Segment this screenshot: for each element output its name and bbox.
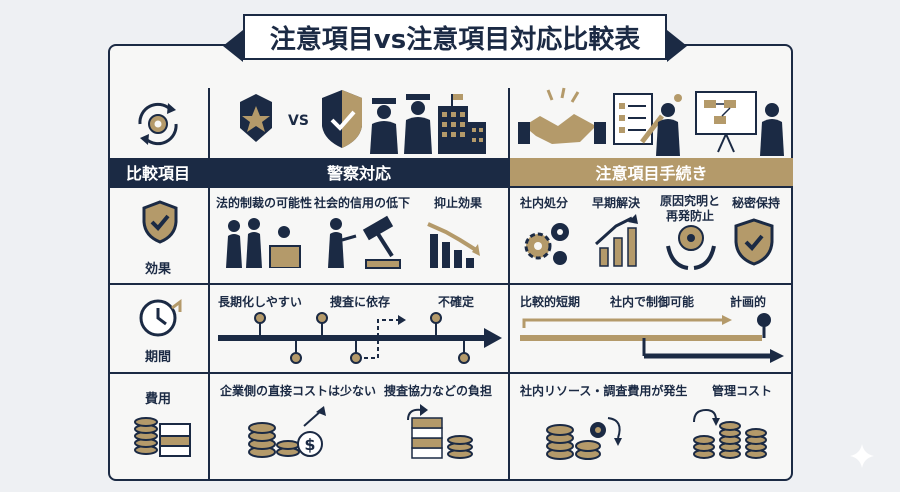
svg-text:$: $ xyxy=(304,435,315,454)
cost-internal-2: 管理コスト xyxy=(712,384,773,398)
header-internal: 注意項目手続き xyxy=(510,158,793,186)
police-illustration xyxy=(240,90,486,154)
row-label-effect: 効果 xyxy=(144,262,171,277)
effect-police-2: 社会的信用の低下 xyxy=(314,196,411,210)
period-internal-1: 比較的短期 xyxy=(520,295,581,309)
cycle-gear-icon xyxy=(138,102,178,146)
coins-cycle-icon xyxy=(546,417,622,460)
row-divider xyxy=(108,372,793,374)
row-label-cost: 費用 xyxy=(144,392,171,407)
period-internal-3: 計画的 xyxy=(730,295,767,309)
header-police: 警察対応 xyxy=(210,158,508,186)
money-icon xyxy=(134,417,191,457)
row-divider xyxy=(108,186,793,188)
vs-label: VS xyxy=(288,113,309,129)
people-desk-icon xyxy=(226,218,301,268)
cost-police-2: 捜査協力などの負担 xyxy=(384,384,493,398)
police-timeline xyxy=(218,312,502,364)
row-label-period: 期間 xyxy=(144,350,171,365)
money-stack-icon xyxy=(407,404,473,459)
effect-internal-3: 原因究明と再発防止 xyxy=(660,194,721,223)
effect-police-3: 抑止効果 xyxy=(434,196,483,210)
clock-icon xyxy=(139,299,182,337)
page-title: 注意項目vs注意項目対応比較表 xyxy=(223,14,687,62)
effect-internal-4: 秘密保持 xyxy=(732,196,781,210)
coins-stacks-icon xyxy=(693,409,767,459)
cost-internal-1: 社内リソース・調査費用が発生 xyxy=(520,384,688,398)
header-item: 比較項目 xyxy=(108,158,208,186)
gears-icon xyxy=(524,223,569,265)
declining-chart-icon xyxy=(427,222,480,268)
hands-target-icon xyxy=(666,225,716,270)
period-police-3: 不確定 xyxy=(438,295,475,309)
rising-chart-icon xyxy=(594,214,638,267)
effect-police-1: 法的制裁の可能性 xyxy=(216,196,313,210)
shield-check-icon xyxy=(142,200,178,244)
effect-internal-1: 社内処分 xyxy=(520,196,569,210)
row-divider xyxy=(108,283,793,285)
internal-procedure-illustration xyxy=(518,87,784,156)
period-police-2: 捜査に依存 xyxy=(330,295,391,309)
period-internal-2: 社内で制御可能 xyxy=(610,295,695,309)
internal-timeline xyxy=(520,313,784,363)
coins-dollar-icon: $ xyxy=(248,406,326,458)
gavel-icon xyxy=(328,215,401,269)
sparkle-icon xyxy=(850,444,874,468)
cost-police-1: 企業側の直接コストは少ない xyxy=(220,384,377,398)
period-police-1: 長期化しやすい xyxy=(218,295,302,309)
effect-internal-2: 早期解決 xyxy=(592,196,641,210)
shield-lock-icon xyxy=(734,218,774,266)
